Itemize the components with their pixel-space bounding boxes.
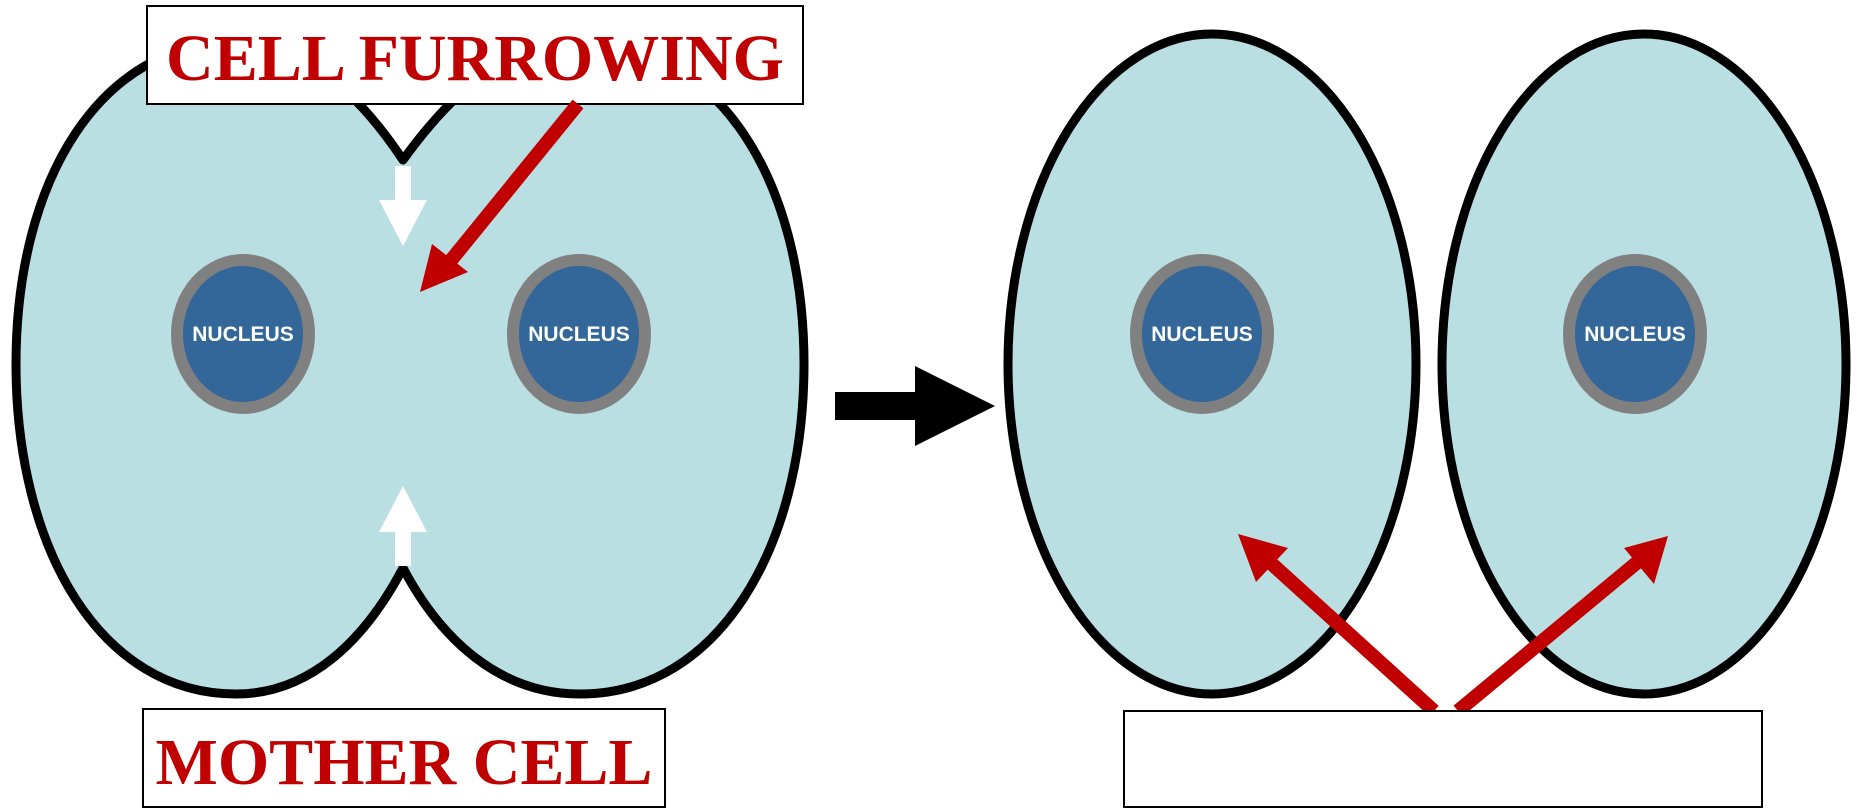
nucleus-label: NUCLEUS [192, 323, 294, 346]
nucleus-label: NUCLEUS [1151, 323, 1253, 346]
mother-cell-label: MOTHER CELL [156, 726, 653, 799]
daughter-pointer-arrow-right [1453, 536, 1668, 717]
daughter-cell-right: NUCLEUS [1437, 29, 1851, 699]
daughter-nucleus-right: NUCLEUS [1563, 254, 1707, 414]
cell-furrowing-label: CELL FURROWING [166, 22, 784, 95]
daughter-cells-label-box [1123, 710, 1763, 808]
furrow-arrow-down [379, 166, 427, 246]
daughter-cell-left: NUCLEUS [1003, 29, 1421, 699]
mother-cell-membrane [11, 37, 809, 699]
mother-nucleus-right: NUCLEUS [507, 254, 651, 414]
daughter-pointer-arrow-left [1238, 534, 1439, 717]
mother-nucleus-left: NUCLEUS [171, 254, 315, 414]
nucleus-label: NUCLEUS [528, 323, 630, 346]
cell-furrowing-label-box: CELL FURROWING [146, 5, 804, 105]
mother-cell-label-box: MOTHER CELL [142, 708, 666, 808]
nucleus-label: NUCLEUS [1584, 323, 1686, 346]
process-arrow [835, 366, 995, 446]
furrowing-pointer-arrow [420, 99, 584, 292]
furrow-arrow-up [379, 486, 427, 566]
daughter-nucleus-left: NUCLEUS [1130, 254, 1274, 414]
mother-cell: NUCLEUS NUCLEUS [11, 37, 809, 699]
